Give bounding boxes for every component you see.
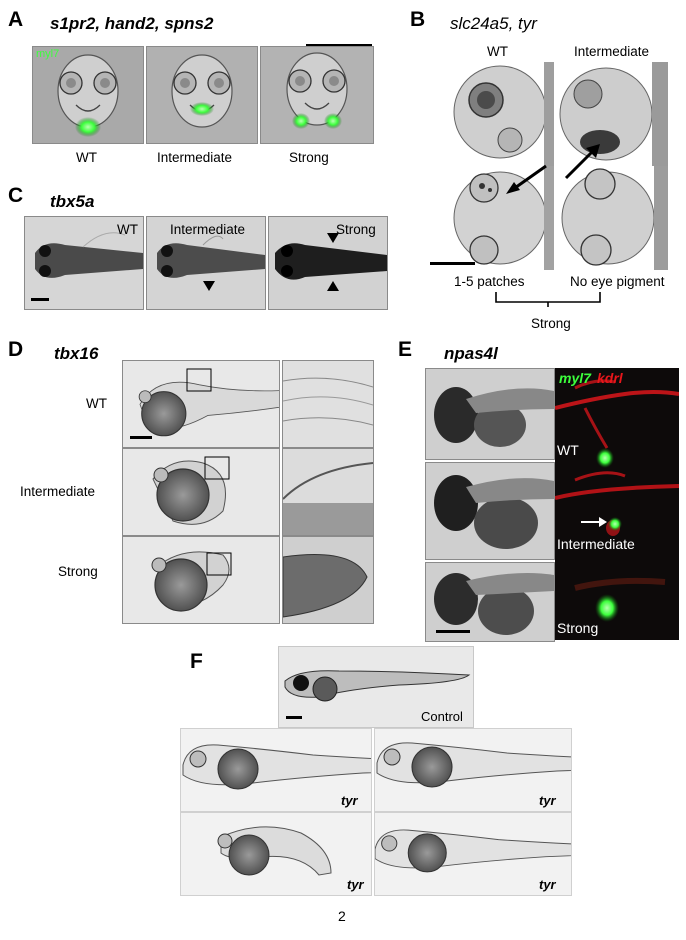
panel-a-label: A (8, 8, 24, 31)
panel-c-label: C (8, 184, 24, 207)
panel-b-image-intermediate (556, 62, 668, 166)
panel-c-image-strong (268, 216, 388, 310)
panel-a-myl7-inset: myl7 (36, 48, 60, 60)
panel-e-label-intermediate: Intermediate (557, 536, 635, 552)
panel-d-row-intermediate: Intermediate (20, 484, 96, 499)
panel-f-tag-2: tyr (539, 793, 556, 808)
panel-d-zoom-strong (282, 536, 374, 624)
panel-f-tag-4: tyr (539, 877, 556, 892)
panel-d-scale-bar (130, 436, 152, 439)
panel-e-label: E (398, 338, 413, 361)
panel-e-bright-intermediate (425, 462, 555, 560)
panel-e-genes: npas4l (444, 344, 498, 363)
panel-c-image-wt (24, 216, 144, 310)
panel-c-caption-wt: WT (117, 222, 138, 237)
panel-e-arrow (581, 517, 607, 527)
panel-f-label: F (190, 650, 203, 673)
panel-a-image-intermediate (146, 46, 258, 144)
panel-a-caption-intermediate: Intermediate (157, 150, 233, 165)
panel-b-scale-bar (430, 262, 475, 265)
panel-d-zoom-intermediate (282, 448, 374, 536)
panel-e-fluorescence: myl7 kdrl WT Intermediate Strong (555, 368, 679, 640)
panel-f-scale-bar (286, 716, 302, 719)
panel-d-image-intermediate (122, 448, 280, 536)
panel-d-row-wt: WT (86, 396, 107, 411)
panel-d-genes: tbx16 (54, 344, 99, 363)
panel-c-image-intermediate (146, 216, 266, 310)
panel-a-scale-bar (306, 44, 372, 47)
panel-d-image-strong (122, 536, 280, 624)
panel-e-bright-strong (425, 562, 555, 642)
panel-c-caption-strong: Strong (336, 222, 376, 237)
panel-f-image-tyr-2: tyr (374, 728, 572, 812)
panel-c-scale-bar (31, 298, 49, 301)
panel-b-genes: slc24a5, tyr (450, 14, 537, 33)
panel-e-scale-bar (436, 630, 470, 633)
panel-e-label-strong: Strong (557, 620, 599, 636)
panel-f-image-tyr-4: tyr (374, 812, 572, 896)
panel-b-arrow-patches (506, 164, 547, 194)
panel-b-bracket (495, 292, 601, 307)
panel-a-genes: s1pr2, hand2, spns2 (50, 14, 214, 33)
panel-e-legend-myl7: myl7 (559, 370, 591, 386)
panel-a-caption-strong: Strong (289, 150, 329, 165)
panel-c-genes: tbx5a (50, 192, 95, 211)
panel-e-label-wt: WT (557, 442, 579, 458)
panel-f-image-control: Control (278, 646, 474, 728)
panel-b-image-wt (444, 62, 554, 166)
panel-e-bright-wt (425, 368, 555, 460)
panel-b-label-patches: 1-5 patches (454, 274, 525, 289)
panel-b-label: B (410, 8, 426, 31)
panel-f-image-tyr-1: tyr (180, 728, 372, 812)
panel-b-image-strong-patches (444, 166, 554, 270)
panel-f-image-tyr-3: tyr (180, 812, 372, 896)
panel-f-tag-3: tyr (347, 877, 364, 892)
panel-f-label-control: Control (421, 709, 463, 724)
page-number: 2 (338, 908, 346, 924)
panel-c-caption-intermediate: Intermediate (170, 222, 246, 237)
panel-b-label-intermediate: Intermediate (574, 44, 650, 59)
panel-b-image-strong-no-pigment (556, 166, 668, 270)
panel-d-image-wt (122, 360, 280, 448)
panel-e-legend-kdrl: kdrl (597, 370, 623, 386)
panel-a-caption-wt: WT (76, 150, 97, 165)
panel-d-label: D (8, 338, 24, 361)
panel-a-image-wt: myl7 (32, 46, 144, 144)
panel-b-label-strong: Strong (531, 316, 571, 331)
panel-b-label-no-pigment: No eye pigment (570, 274, 665, 289)
panel-a-image-strong (260, 46, 374, 144)
panel-d-row-strong: Strong (58, 564, 98, 579)
panel-d-zoom-wt (282, 360, 374, 448)
panel-f-tag-1: tyr (341, 793, 358, 808)
panel-b-label-wt: WT (487, 44, 508, 59)
panel-b-arrow-intermediate (564, 144, 600, 180)
